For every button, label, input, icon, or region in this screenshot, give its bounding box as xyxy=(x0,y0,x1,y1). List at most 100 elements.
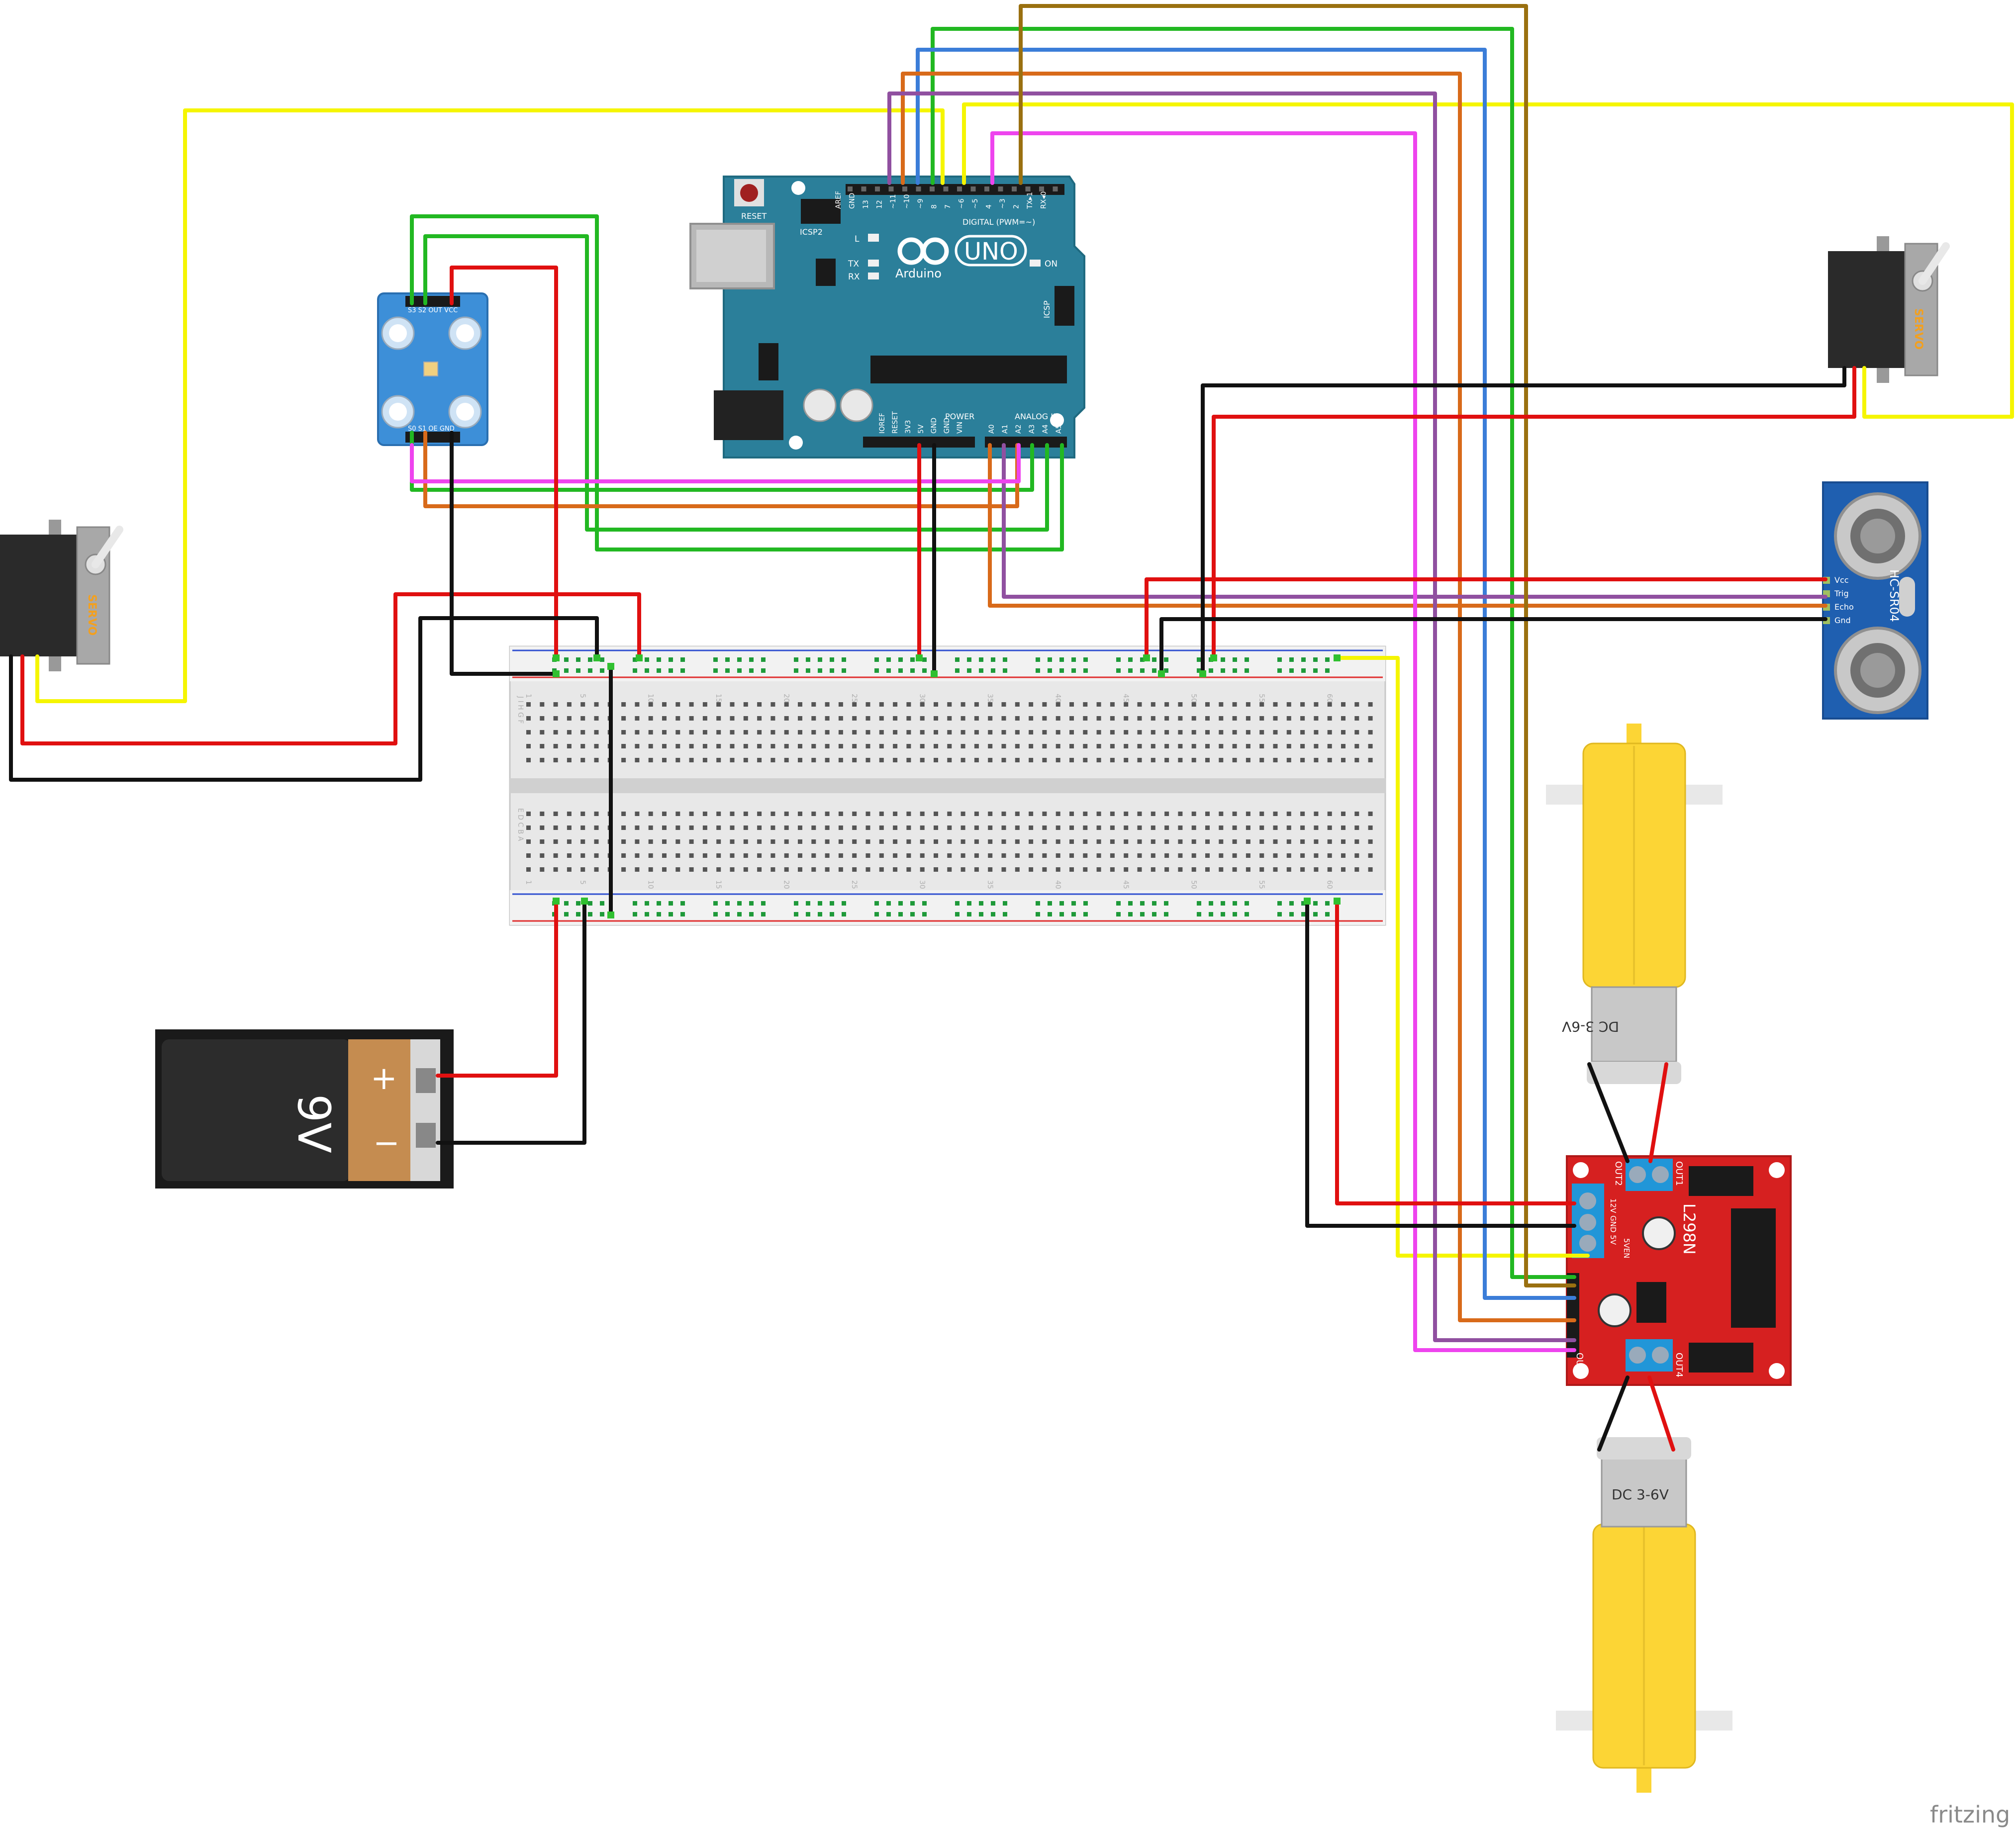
fritzing-watermark: fritzing xyxy=(1930,1801,2010,1828)
digital-pin-label: GND xyxy=(849,193,857,209)
breadboard-hole xyxy=(1191,758,1196,762)
breadboard-column-number: 20 xyxy=(782,880,790,889)
breadboard: J I H G F E D C B A 11551010151520202525… xyxy=(509,645,1386,926)
reset-button[interactable] xyxy=(740,184,758,202)
digital-pin-label: 4 xyxy=(985,204,993,209)
rail-hole xyxy=(830,912,834,916)
breadboard-hole xyxy=(1015,730,1020,734)
breadboard-hole xyxy=(702,867,707,872)
header-pin xyxy=(1039,186,1044,191)
breadboard-hole xyxy=(1151,758,1155,762)
rail-hole xyxy=(818,901,822,906)
wire-endpoint xyxy=(931,670,938,677)
breadboard-hole xyxy=(1015,839,1020,844)
rail-hole xyxy=(979,668,983,673)
ultrasonic-pin-label: Echo xyxy=(1834,602,1854,612)
wire-red-servo-right xyxy=(1212,366,1856,660)
breadboard-hole xyxy=(675,853,680,858)
breadboard-hole xyxy=(757,867,762,872)
rail-hole xyxy=(588,912,592,916)
breadboard-hole xyxy=(947,825,952,830)
breadboard-hole xyxy=(1056,825,1060,830)
breadboard-hole xyxy=(1232,744,1237,748)
breadboard-hole xyxy=(1096,825,1101,830)
breadboard-hole xyxy=(662,867,667,872)
breadboard-hole xyxy=(893,716,898,721)
breadboard-hole xyxy=(1232,825,1237,830)
breadboard-hole xyxy=(689,744,694,748)
rail-hole xyxy=(979,912,983,916)
rail-hole xyxy=(1289,901,1294,906)
breadboard-column-number: 40 xyxy=(1054,880,1062,889)
breadboard-hole xyxy=(1137,702,1142,707)
breadboard-hole xyxy=(1137,825,1142,830)
breadboard-hole xyxy=(675,812,680,816)
breadboard-hole xyxy=(852,825,857,830)
breadboard-hole xyxy=(1151,744,1155,748)
breadboard-hole xyxy=(974,867,979,872)
breadboard-hole xyxy=(988,758,993,762)
header-pin xyxy=(888,186,894,191)
breadboard-hole xyxy=(1029,730,1034,734)
rail-hole xyxy=(1233,657,1237,662)
breadboard-hole xyxy=(1164,758,1169,762)
breadboard-hole xyxy=(852,744,857,748)
breadboard-hole xyxy=(1205,758,1210,762)
breadboard-hole xyxy=(1219,853,1224,858)
driver-power-terms: 12V GND 5V xyxy=(1609,1198,1618,1245)
breadboard-hole xyxy=(716,744,721,748)
breadboard-hole xyxy=(567,853,572,858)
breadboard-hole xyxy=(947,730,952,734)
breadboard-hole xyxy=(988,839,993,844)
breadboard-hole xyxy=(988,716,993,721)
rail-hole xyxy=(1233,668,1237,673)
breadboard-hole xyxy=(825,716,830,721)
breadboard-hole xyxy=(798,702,802,707)
breadboard-hole xyxy=(920,839,925,844)
breadboard-hole xyxy=(716,730,721,734)
breadboard-hole xyxy=(960,716,965,721)
rail-hole xyxy=(737,668,742,673)
breadboard-hole xyxy=(798,867,802,872)
breadboard-hole xyxy=(934,730,938,734)
breadboard-hole xyxy=(865,744,870,748)
rail-hole xyxy=(645,657,649,662)
wire-brown-pin3 xyxy=(1019,4,1576,1287)
breadboard-hole xyxy=(743,730,748,734)
breadboard-hole xyxy=(1232,702,1237,707)
rail-hole xyxy=(680,657,685,662)
breadboard-hole xyxy=(1191,825,1196,830)
rail-hole xyxy=(713,901,718,906)
breadboard-hole xyxy=(540,744,545,748)
breadboard-hole xyxy=(1083,825,1088,830)
driver-name: L298N xyxy=(1680,1203,1699,1255)
breadboard-hole xyxy=(988,867,993,872)
breadboard-column-number: 45 xyxy=(1122,694,1130,703)
rail-hole xyxy=(898,901,903,906)
wire-endpoint xyxy=(607,912,614,918)
breadboard-hole xyxy=(1056,744,1060,748)
breadboard-hole xyxy=(648,867,653,872)
rail-hole xyxy=(886,912,891,916)
rail-hole xyxy=(1325,668,1330,673)
breadboard-hole xyxy=(1354,716,1359,721)
breadboard-column-number: 10 xyxy=(647,880,655,889)
wire-black-us-gnd xyxy=(1159,617,1827,676)
breadboard-hole xyxy=(784,702,789,707)
breadboard-hole xyxy=(811,758,816,762)
breadboard-hole xyxy=(1259,702,1264,707)
breadboard-hole xyxy=(1083,812,1088,816)
breadboard-hole xyxy=(1273,812,1278,816)
rail-hole xyxy=(886,668,891,673)
digital-pin-label: ~10 xyxy=(903,194,911,209)
breadboard-row-letters-bottom: E D C B A xyxy=(516,808,524,841)
breadboard-hole xyxy=(1259,758,1264,762)
breadboard-hole xyxy=(974,825,979,830)
analog-pin-label: A4 xyxy=(1042,424,1050,434)
rail-hole xyxy=(737,901,742,906)
breadboard-hole xyxy=(825,758,830,762)
breadboard-hole xyxy=(594,702,599,707)
breadboard-hole xyxy=(743,867,748,872)
rail-hole xyxy=(1059,901,1064,906)
breadboard-hole xyxy=(974,839,979,844)
